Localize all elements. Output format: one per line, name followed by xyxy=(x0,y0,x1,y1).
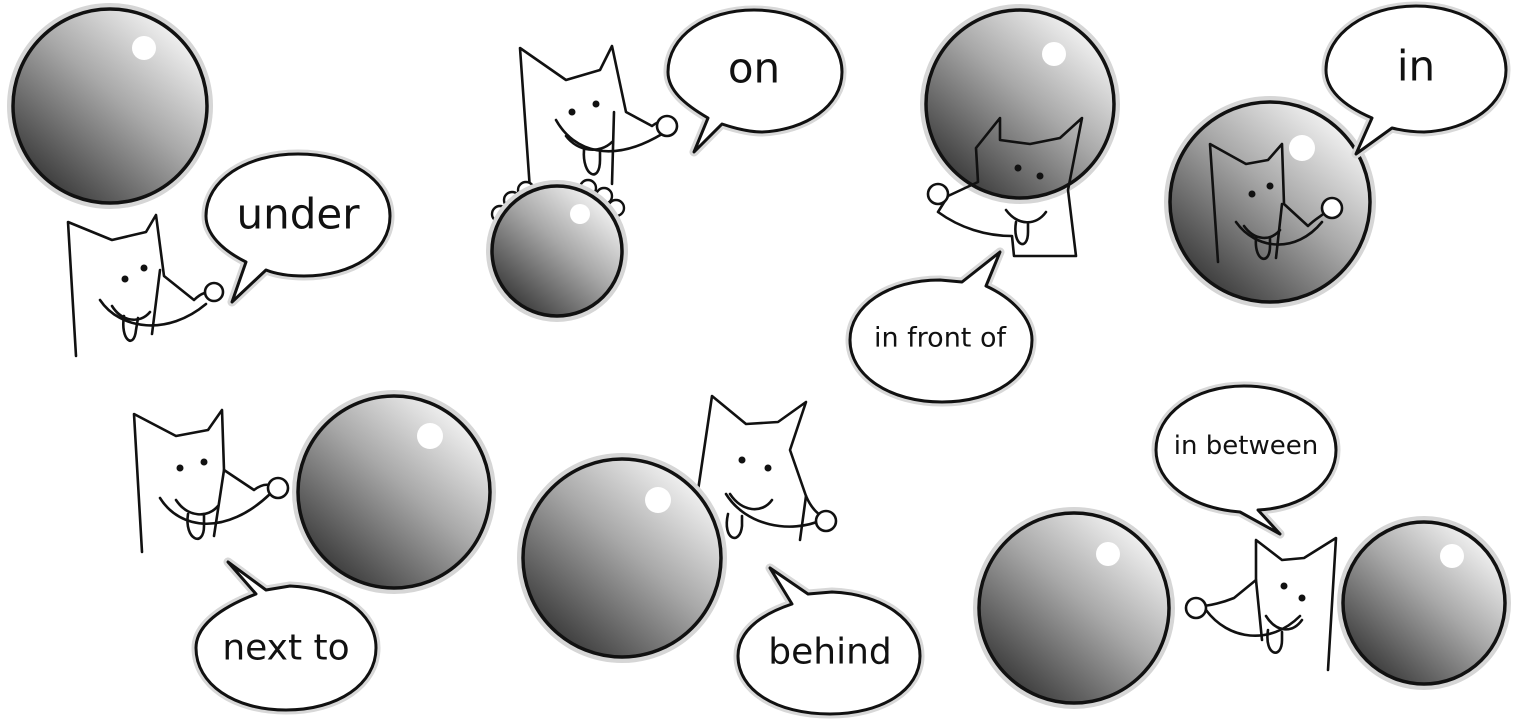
dog-character xyxy=(1184,536,1338,672)
ball-highlight xyxy=(1042,42,1066,66)
dog-character xyxy=(518,44,679,192)
scene-on: on xyxy=(486,5,847,322)
ball xyxy=(924,8,1116,200)
ball-highlight xyxy=(1096,542,1120,566)
label-on: on xyxy=(728,44,780,93)
label-next-to: next to xyxy=(222,628,349,669)
speech-bubble-behind: behind xyxy=(733,563,925,719)
speech-bubble-under: under xyxy=(201,149,395,307)
ball-highlight xyxy=(645,487,671,513)
ball xyxy=(11,7,209,205)
dog-nose xyxy=(203,281,225,303)
dog-nose xyxy=(814,509,838,533)
label-in-front-of: in front of xyxy=(874,323,1008,354)
dog-nose xyxy=(266,476,290,500)
ball-highlight xyxy=(570,204,590,224)
dog-character xyxy=(66,213,225,358)
label-in: in xyxy=(1397,42,1435,91)
ball-right xyxy=(1341,520,1507,686)
ball xyxy=(490,184,624,318)
dog-character xyxy=(926,116,1084,258)
ball xyxy=(1168,100,1372,304)
ball-highlight xyxy=(1440,544,1464,568)
speech-bubble-next-to: next to xyxy=(191,557,381,715)
speech-bubble-in-front-of: in front of xyxy=(845,247,1037,407)
ball-highlight xyxy=(1289,135,1315,161)
label-in-between: in between xyxy=(1174,431,1318,461)
dog-nose xyxy=(655,114,679,138)
dog-character xyxy=(694,394,838,542)
scene-in-front-of: in front of xyxy=(845,4,1120,407)
speech-bubble-in: in xyxy=(1321,1,1511,159)
dog-nose xyxy=(926,182,950,206)
scene-in-between: in between xyxy=(973,381,1511,709)
ball xyxy=(296,394,492,590)
ball-left xyxy=(977,511,1171,705)
speech-bubble-on: on xyxy=(663,5,847,157)
scene-behind: behind xyxy=(517,394,925,719)
dog-nose xyxy=(1320,196,1344,220)
ball-highlight xyxy=(417,423,443,449)
dog-nose xyxy=(1184,596,1208,620)
dog-character xyxy=(1208,142,1344,264)
scene-under: under xyxy=(7,3,395,358)
dog-character xyxy=(132,408,290,554)
scene-in: in xyxy=(1164,1,1511,308)
speech-bubble-in-between: in between xyxy=(1151,381,1341,539)
ball-highlight xyxy=(132,36,156,60)
label-under: under xyxy=(236,190,360,239)
label-behind: behind xyxy=(768,632,892,673)
scene-next-to: next to xyxy=(132,390,496,715)
ball xyxy=(521,457,723,659)
